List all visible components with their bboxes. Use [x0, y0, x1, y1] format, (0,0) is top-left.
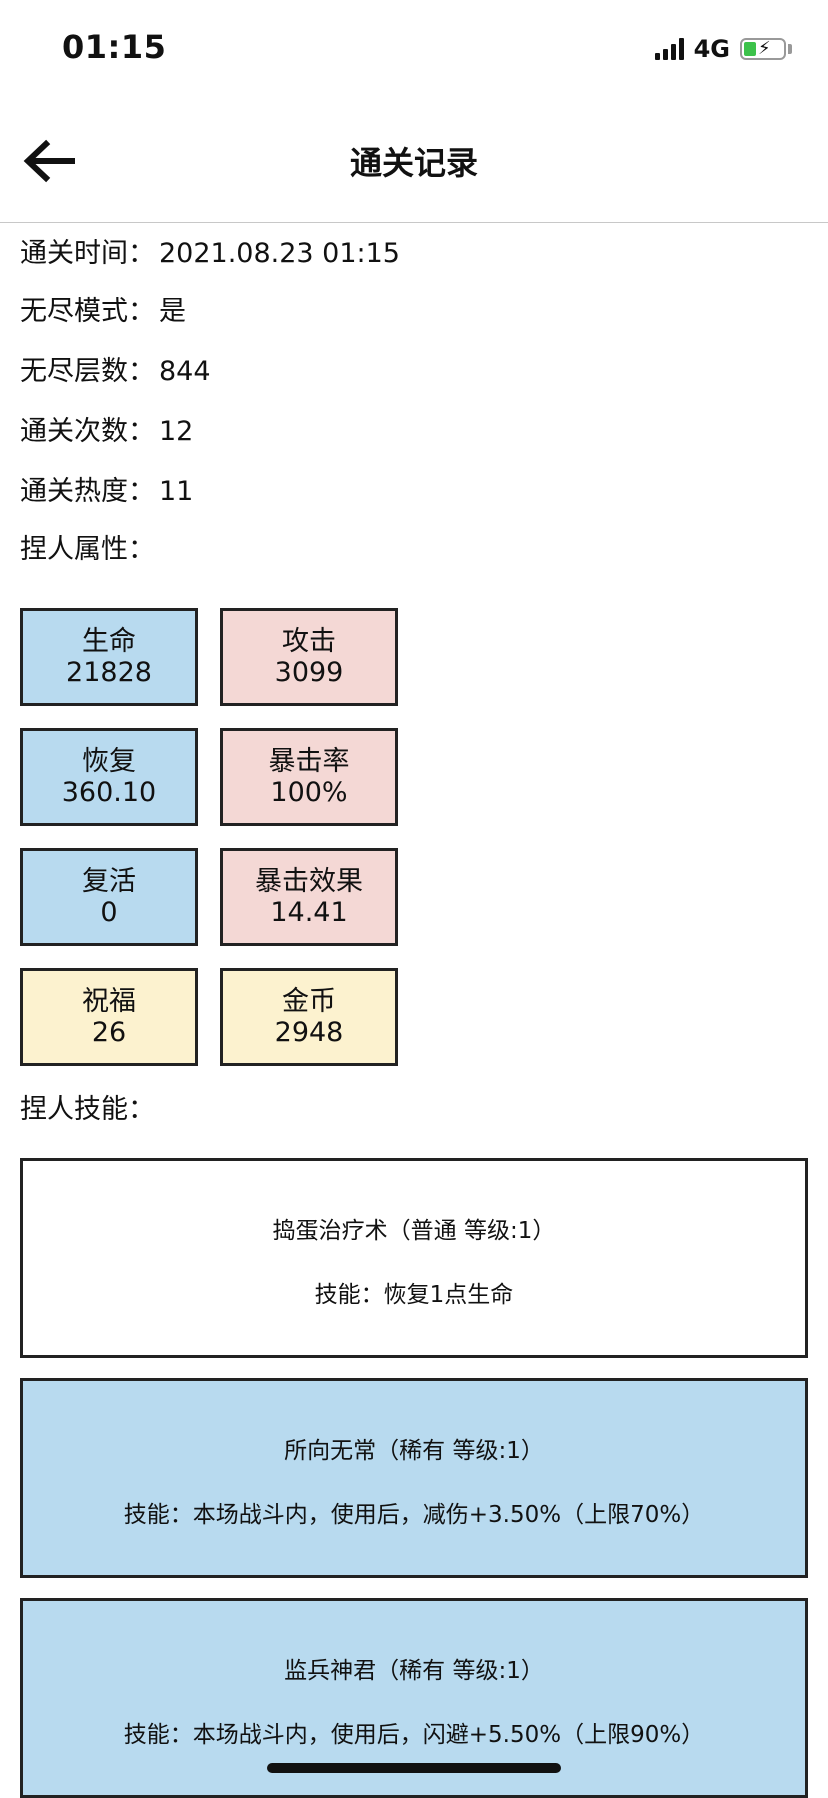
stat-name: 暴击效果 [255, 866, 363, 897]
stat-box-crit-effect: 暴击效果 14.41 [220, 848, 398, 946]
info-row-clear-count: 通关次数：12 [20, 414, 193, 450]
stat-box-revive: 复活 0 [20, 848, 198, 946]
stat-name: 复活 [82, 866, 136, 897]
info-value: 2021.08.23 01:15 [159, 238, 400, 269]
stat-value: 100% [270, 777, 348, 808]
battery-tip [788, 44, 792, 54]
section-label-skills: 捏人技能： [20, 1092, 155, 1128]
info-label: 捏人属性： [20, 534, 155, 565]
stat-name: 金币 [282, 986, 336, 1017]
info-value: 11 [159, 476, 194, 507]
skill-card: 捣蛋治疗术（普通 等级:1） 技能：恢复1点生命 [20, 1158, 808, 1358]
stat-box-attack: 攻击 3099 [220, 608, 398, 706]
stat-value: 3099 [274, 657, 344, 688]
stat-box-crit-rate: 暴击率 100% [220, 728, 398, 826]
info-row-clear-time: 通关时间：2021.08.23 01:15 [20, 236, 400, 272]
status-bar: 01:15 4G ⚡ [0, 0, 828, 100]
stat-box-recovery: 恢复 360.10 [20, 728, 198, 826]
info-row-clear-heat: 通关热度：11 [20, 474, 193, 510]
stat-value: 2948 [274, 1017, 344, 1048]
section-label-attributes: 捏人属性： [20, 532, 155, 568]
skill-desc: 技能：本场战斗内，使用后，减伤+3.50%（上限70%） [123, 1502, 705, 1528]
home-indicator[interactable] [267, 1763, 561, 1773]
status-time: 01:15 [62, 28, 167, 66]
info-row-endless-floor: 无尽层数：844 [20, 354, 211, 390]
nav-bar: 通关记录 [0, 100, 828, 223]
info-value: 是 [159, 296, 186, 327]
stat-name: 祝福 [82, 986, 136, 1017]
stat-value: 0 [100, 897, 118, 928]
back-button[interactable] [20, 136, 80, 186]
info-label: 无尽层数： [20, 356, 155, 387]
stat-box-hp: 生命 21828 [20, 608, 198, 706]
info-label: 通关时间： [20, 238, 155, 269]
info-label: 通关热度： [20, 476, 155, 507]
charging-bolt-icon: ⚡ [758, 38, 771, 59]
stat-name: 暴击率 [268, 746, 350, 777]
stat-box-gold: 金币 2948 [220, 968, 398, 1066]
skill-desc: 技能：本场战斗内，使用后，闪避+5.50%（上限90%） [123, 1722, 705, 1748]
stat-name: 恢复 [82, 746, 136, 777]
network-type: 4G [693, 35, 730, 63]
battery-icon: ⚡ [740, 38, 786, 60]
stat-value: 26 [91, 1017, 127, 1048]
info-label: 无尽模式： [20, 296, 155, 327]
cellular-signal-icon [654, 38, 684, 60]
status-indicators: 4G ⚡ [654, 34, 792, 64]
skill-desc: 技能：恢复1点生命 [314, 1282, 514, 1308]
info-label: 通关次数： [20, 416, 155, 447]
stat-name: 生命 [82, 626, 136, 657]
info-value: 12 [159, 416, 194, 447]
skill-name: 捣蛋治疗术（普通 等级:1） [272, 1218, 556, 1244]
page-title: 通关记录 [349, 144, 478, 182]
stat-box-blessing: 祝福 26 [20, 968, 198, 1066]
stat-value: 14.41 [270, 897, 348, 928]
skill-name: 监兵神君（稀有 等级:1） [284, 1658, 544, 1684]
skill-name: 所向无常（稀有 等级:1） [284, 1438, 544, 1464]
info-row-endless-mode: 无尽模式：是 [20, 294, 186, 330]
stat-value: 21828 [66, 657, 152, 688]
record-content: 通关时间：2021.08.23 01:15 无尽模式：是 无尽层数：844 通关… [0, 222, 828, 1798]
stat-value: 360.10 [61, 777, 157, 808]
back-arrow-icon [23, 139, 75, 183]
skill-card: 所向无常（稀有 等级:1） 技能：本场战斗内，使用后，减伤+3.50%（上限70… [20, 1378, 808, 1578]
stat-name: 攻击 [282, 626, 336, 657]
info-value: 844 [159, 356, 211, 387]
info-label: 捏人技能： [20, 1094, 155, 1125]
